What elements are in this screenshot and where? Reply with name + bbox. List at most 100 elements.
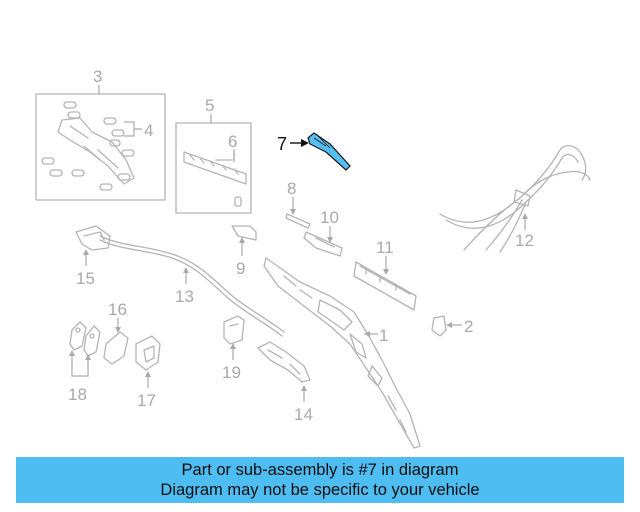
part-4-clip-b xyxy=(111,129,125,137)
part-16-group xyxy=(103,318,129,365)
callout-18: 18 xyxy=(68,385,87,404)
part-4-clip-c xyxy=(109,139,121,147)
part-15-group xyxy=(75,225,111,266)
part-4-clip-a xyxy=(103,117,117,125)
callout-15: 15 xyxy=(76,269,95,288)
part-17-group xyxy=(135,335,161,388)
part-2-clip xyxy=(431,315,447,337)
part-5-plug xyxy=(234,196,242,207)
arrow-18-b xyxy=(85,354,91,360)
part-17-bracket xyxy=(135,335,161,371)
part-3-box xyxy=(35,93,166,201)
part-5-group xyxy=(175,114,252,214)
callout-2: 2 xyxy=(464,317,473,336)
part-18-link-b xyxy=(83,325,101,357)
leader-18 xyxy=(71,354,89,377)
callout-3: 3 xyxy=(93,67,102,86)
arrow-1 xyxy=(364,331,370,337)
callout-13: 13 xyxy=(175,287,194,306)
part-5-rail-detail xyxy=(189,154,239,175)
part-3-clip-f xyxy=(99,183,113,191)
part-12-cable-a xyxy=(439,145,587,223)
part-18-link-a xyxy=(69,321,87,351)
part-10-group xyxy=(303,226,343,257)
callout-5: 5 xyxy=(205,96,214,115)
callout-11: 11 xyxy=(376,238,394,257)
part-15-detail xyxy=(83,231,105,241)
part-12-connector xyxy=(513,189,531,207)
part-3-clip-b xyxy=(67,111,81,119)
part-12-cable-c xyxy=(521,170,591,197)
banner-line-part-number: Part or sub-assembly is #7 in diagram xyxy=(181,461,459,479)
part-3-clip-g xyxy=(117,173,131,181)
callout-8: 8 xyxy=(287,179,296,198)
arrow-13 xyxy=(183,267,189,273)
part-18-hole-a xyxy=(75,327,81,333)
part-19-detail xyxy=(229,323,239,327)
part-3-group xyxy=(35,85,166,201)
part-13-cable-inner xyxy=(99,239,283,337)
part-10-bracket xyxy=(303,231,343,257)
part-3-detail xyxy=(69,125,119,169)
part-14-group xyxy=(257,341,311,402)
part-1-cutouts xyxy=(317,299,383,387)
part-11-group xyxy=(353,256,417,311)
part-11-detail xyxy=(359,265,411,295)
part-3-clip-e xyxy=(71,169,85,177)
banner-line-disclaimer: Diagram may not be specific to your vehi… xyxy=(160,481,480,499)
arrow-8 xyxy=(290,209,296,215)
callout-12: 12 xyxy=(515,231,534,250)
part-2-group xyxy=(431,315,462,337)
arrow-11 xyxy=(383,269,389,275)
part-3-clip-c xyxy=(41,157,55,165)
part-7-detail xyxy=(313,133,331,149)
arrow-17 xyxy=(145,371,151,377)
part-9-clip xyxy=(231,225,257,241)
part-17-detail xyxy=(143,345,155,363)
part-8-group xyxy=(285,197,311,229)
part-1-detail xyxy=(283,275,407,433)
arrow-19 xyxy=(230,343,236,349)
callout-19: 19 xyxy=(222,363,241,382)
callout-17: 17 xyxy=(137,391,156,410)
arrow-10 xyxy=(327,237,333,243)
part-15-bracket xyxy=(75,225,111,251)
callout-4: 4 xyxy=(144,121,153,140)
part-3-clip-h xyxy=(121,149,135,157)
part-12-cable-b xyxy=(445,153,579,229)
part-3-clip-a xyxy=(63,101,77,109)
arrow-14 xyxy=(301,385,307,391)
arrow-9 xyxy=(239,237,245,243)
arrow-16 xyxy=(115,327,121,333)
part-13-cable xyxy=(99,235,285,333)
part-10-detail xyxy=(315,237,335,248)
callout-9: 9 xyxy=(236,259,245,278)
part-3-bracket xyxy=(57,117,135,185)
leader-4 xyxy=(124,121,142,137)
arrow-18-a xyxy=(69,350,75,356)
part-9-group xyxy=(231,225,257,256)
part-16-bracket xyxy=(103,331,129,365)
arrow-2 xyxy=(446,322,452,328)
part-12-group xyxy=(439,145,591,253)
info-banner: Part or sub-assembly is #7 in diagram Di… xyxy=(16,457,624,503)
callout-7: 7 xyxy=(277,134,287,154)
part-7-group xyxy=(290,132,351,171)
part-18-hole-b xyxy=(89,333,95,339)
part-8-clip xyxy=(285,213,311,229)
callout-16: 16 xyxy=(108,300,127,319)
part-19-bracket xyxy=(223,315,245,345)
parts-diagram: 1 2 3 4 5 6 7 8 9 10 11 12 13 14 15 16 1… xyxy=(35,67,591,449)
callout-10: 10 xyxy=(320,208,339,227)
part-5-box xyxy=(175,122,252,214)
part-3-clip-d xyxy=(49,169,63,177)
part-19-group xyxy=(223,315,245,360)
part-18-group xyxy=(69,321,101,377)
arrow-12 xyxy=(522,213,528,219)
part-14-bracket xyxy=(257,341,311,383)
arrow-7 xyxy=(301,139,309,147)
callout-14: 14 xyxy=(294,405,313,424)
part-14-detail xyxy=(267,349,301,375)
callout-6: 6 xyxy=(228,132,237,151)
part-1-beam xyxy=(263,257,421,449)
